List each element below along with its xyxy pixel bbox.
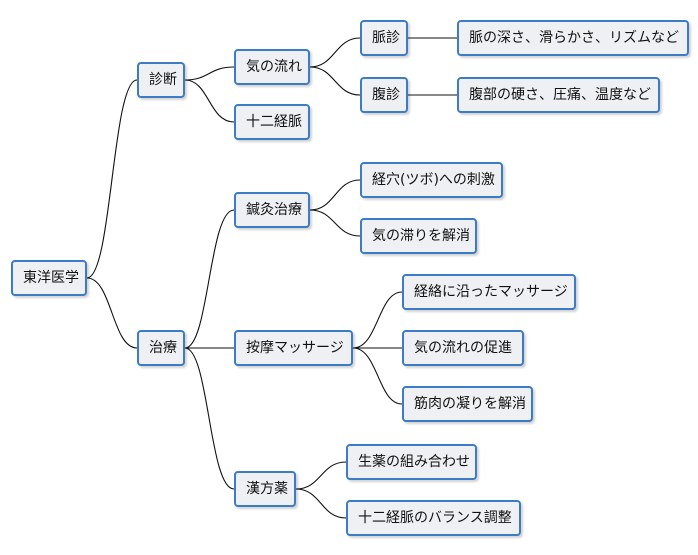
node-meridians: 十二経脈 (234, 104, 310, 140)
edge-acupuncture-item1 (309, 179, 361, 211)
edge-treatment-herbal (184, 347, 235, 490)
node-massage-item: 経絡に沿ったマッサージ (402, 274, 576, 310)
edge-massage-item3 (352, 347, 403, 405)
edge-kiflow-abdomen (309, 66, 361, 96)
node-diagnosis: 診断 (137, 62, 185, 98)
edge-root-diagnosis (86, 79, 138, 279)
node-acupuncture-item: 気の滞りを解消 (360, 218, 477, 254)
node-herbal-item: 十二経脈のバランス調整 (346, 500, 521, 536)
node-massage-item: 気の流れの促進 (402, 330, 524, 366)
node-massage: 按摩マッサージ (234, 330, 353, 366)
node-abdomen: 腹診 (360, 77, 408, 113)
node-herbal-item: 生薬の組み合わせ (346, 444, 477, 480)
node-herbal: 漢方薬 (234, 471, 296, 507)
edge-herbal-item1 (295, 461, 347, 490)
node-pulse-detail: 脈の深さ、滑らかさ、リズムなど (457, 20, 689, 56)
node-root: 東洋医学 (11, 260, 87, 296)
node-abdomen-detail: 腹部の硬さ、圧痛、温度など (457, 77, 660, 113)
node-acupuncture: 鍼灸治療 (234, 192, 310, 228)
edge-root-treatment (86, 277, 138, 349)
node-ki-flow: 気の流れ (234, 49, 310, 85)
node-massage-item: 筋肉の凝りを解消 (402, 386, 533, 422)
node-acupuncture-item: 経穴(ツボ)への刺激 (360, 162, 503, 198)
edge-diagnosis-kiflow (184, 66, 235, 81)
node-pulse: 脈診 (360, 20, 408, 56)
edge-treatment-acupuncture (184, 209, 235, 349)
edge-diagnosis-meridians (184, 79, 235, 123)
edge-acupuncture-item2 (309, 209, 361, 237)
node-treatment: 治療 (137, 330, 185, 366)
edge-kiflow-pulse (309, 37, 361, 68)
edge-herbal-item2 (295, 488, 347, 519)
edge-massage-item1 (352, 291, 403, 349)
